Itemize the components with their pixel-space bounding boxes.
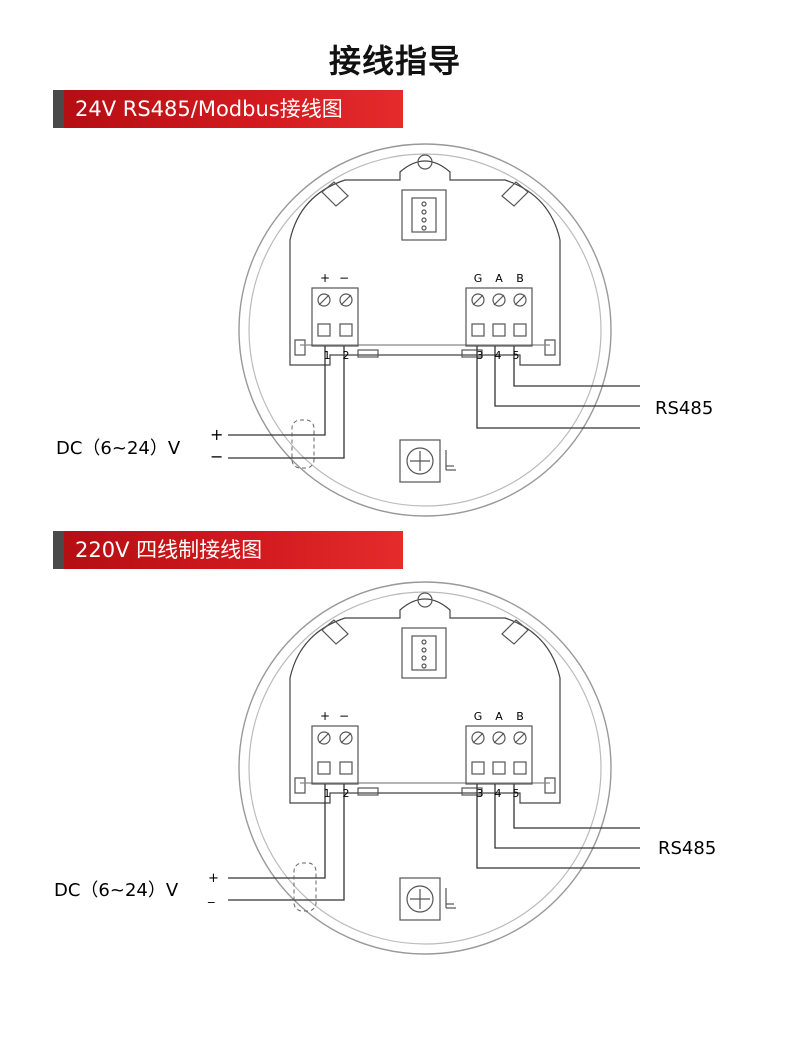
rs485-label: RS485 xyxy=(655,398,713,419)
wire-plus xyxy=(228,784,326,879)
display-connector xyxy=(401,627,447,679)
header-accent-bar xyxy=(53,531,64,569)
side-clip xyxy=(321,181,349,207)
terminal-label-g: G xyxy=(474,710,483,723)
terminal-number: 2 xyxy=(343,349,350,362)
ground-screw-housing xyxy=(399,439,441,483)
mount-hole xyxy=(417,154,433,170)
terminal-label-minus: − xyxy=(339,271,349,285)
ground-screw xyxy=(406,885,434,913)
rs485-label: RS485 xyxy=(658,838,716,859)
terminal-number: 5 xyxy=(513,787,520,800)
side-clip xyxy=(501,181,529,207)
wire-plus xyxy=(228,346,326,436)
wire-g xyxy=(476,346,640,429)
bottom-slot xyxy=(461,349,483,358)
section-title: 24V RS485/Modbus接线图 xyxy=(75,97,343,121)
bottom-slot xyxy=(357,787,379,796)
header-accent-bar xyxy=(53,90,64,128)
mount-hole xyxy=(417,592,433,608)
side-clip xyxy=(501,619,529,645)
terminal-number: 1 xyxy=(324,787,331,800)
terminal-label-b: B xyxy=(516,710,524,723)
terminal-block-rs485 xyxy=(465,725,533,785)
wire-b xyxy=(513,784,640,829)
board-outline xyxy=(289,160,561,366)
side-clip xyxy=(321,619,349,645)
wiring-diagram-svg: + − G A B 1 2 3 4 5 RS485 DC（6~24）V + _ xyxy=(54,581,716,955)
wiring-diagram-svg: + − G A B 1 2 3 4 5 RS485 DC（6~24）V + − xyxy=(56,143,713,517)
section-title: 220V 四线制接线图 xyxy=(75,538,263,562)
terminal-block-rs485 xyxy=(465,287,533,347)
housing-inner-circle xyxy=(248,591,602,945)
housing-outer-circle xyxy=(238,143,612,517)
terminal-label-a: A xyxy=(495,272,503,285)
dc-label: DC（6~24）V xyxy=(54,880,179,901)
wire-g xyxy=(476,784,640,869)
terminal-label-a: A xyxy=(495,710,503,723)
board-outline xyxy=(289,598,561,804)
bottom-slot xyxy=(357,349,379,358)
wire-minus xyxy=(228,784,345,901)
wire-minus xyxy=(228,346,345,459)
dc-plus-label: + xyxy=(208,871,219,886)
terminal-number: 2 xyxy=(343,787,350,800)
housing-inner-circle xyxy=(248,153,602,507)
terminal-label-g: G xyxy=(474,272,483,285)
terminal-label-b: B xyxy=(516,272,524,285)
terminal-label-plus: + xyxy=(320,271,330,285)
ground-screw xyxy=(406,447,434,475)
wire-a xyxy=(494,346,640,407)
terminal-number: 3 xyxy=(477,349,484,362)
terminal-block-power xyxy=(311,725,359,785)
terminal-number: 4 xyxy=(495,349,502,362)
dc-plus-label: + xyxy=(210,425,223,444)
section-header-24v: 24V RS485/Modbus接线图 xyxy=(53,90,403,128)
bottom-slot xyxy=(461,787,483,796)
dc-minus-label: − xyxy=(210,447,223,466)
wire-b xyxy=(513,346,640,387)
section-header-220v: 220V 四线制接线图 xyxy=(53,531,403,569)
wiring-diagram-24v: + − G A B 1 2 3 4 5 RS485 DC（6~24）V + − xyxy=(0,140,790,520)
display-connector xyxy=(401,189,447,241)
wire-a xyxy=(494,784,640,849)
page-title: 接线指导 xyxy=(328,42,461,80)
ground-screw-housing xyxy=(399,877,441,921)
terminal-number: 1 xyxy=(324,349,331,362)
terminal-label-minus: − xyxy=(339,709,349,723)
cable-shield xyxy=(293,862,317,912)
cable-shield xyxy=(291,419,315,469)
terminal-block-power xyxy=(311,287,359,347)
terminal-number: 5 xyxy=(513,349,520,362)
wiring-diagram-220v: + − G A B 1 2 3 4 5 RS485 DC（6~24）V + _ xyxy=(0,578,790,958)
terminal-number: 4 xyxy=(495,787,502,800)
dc-minus-label: _ xyxy=(207,889,215,904)
terminal-number: 3 xyxy=(477,787,484,800)
terminal-label-plus: + xyxy=(320,709,330,723)
housing-outer-circle xyxy=(238,581,612,955)
dc-label: DC（6~24）V xyxy=(56,438,181,459)
